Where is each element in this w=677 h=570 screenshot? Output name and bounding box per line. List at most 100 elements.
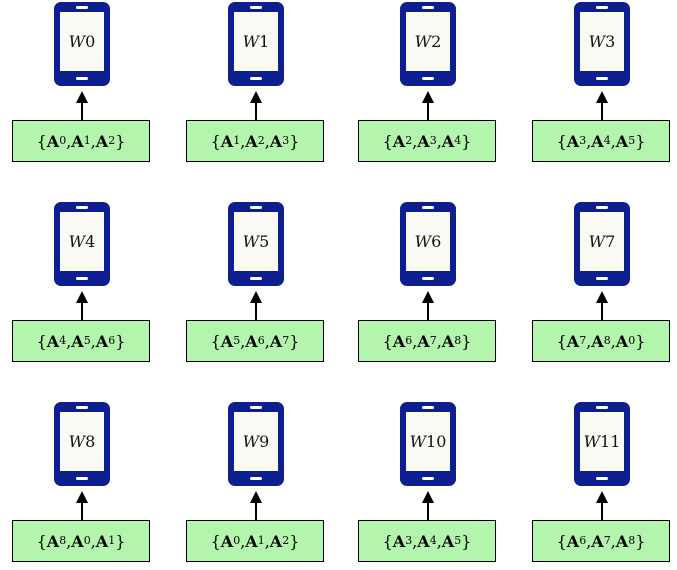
- phone-screen: W2: [406, 12, 450, 71]
- worker-prefix: W: [583, 432, 601, 451]
- phone-speaker: [596, 406, 608, 409]
- set-separator: ,: [412, 131, 418, 151]
- matrix-symbol: A: [392, 131, 406, 151]
- matrix-symbol: A: [392, 331, 406, 351]
- phone-screen: W8: [60, 412, 104, 471]
- set-separator: ,: [240, 131, 246, 151]
- matrix-symbol: A: [245, 331, 258, 351]
- set-close-brace: }: [289, 131, 300, 151]
- smartphone-icon: W0: [54, 2, 110, 86]
- set-close-brace: }: [635, 131, 646, 151]
- smartphone-icon: W6: [400, 202, 456, 286]
- set-open-brace: {: [210, 331, 221, 351]
- matrix-symbol: A: [220, 131, 234, 151]
- matrix-symbol: A: [46, 531, 60, 551]
- set-separator: ,: [412, 531, 418, 551]
- arrow-shaft: [81, 101, 83, 120]
- worker-label: W0: [69, 32, 96, 51]
- matrix-symbol: A: [566, 331, 580, 351]
- matrix-symbol: A: [615, 331, 629, 351]
- arrow-up-icon: [250, 291, 262, 303]
- set-open-brace: {: [382, 131, 393, 151]
- phone-speaker: [76, 406, 88, 409]
- phone-home-button: [596, 477, 608, 480]
- set-open-brace: {: [210, 531, 221, 551]
- phone-speaker: [422, 406, 434, 409]
- worker-id: 5: [259, 232, 270, 251]
- worker-label: W1: [243, 32, 270, 51]
- phone-screen: W4: [60, 212, 104, 271]
- worker-prefix: W: [242, 432, 260, 451]
- worker-id: 11: [600, 432, 621, 451]
- worker-id: 8: [85, 432, 96, 451]
- set-separator: ,: [90, 131, 96, 151]
- phone-speaker: [596, 6, 608, 9]
- matrix-symbol: A: [71, 331, 84, 351]
- worker-prefix: W: [242, 232, 260, 251]
- arrow-shaft: [255, 301, 257, 320]
- phone-home-button: [422, 77, 434, 80]
- set-open-brace: {: [556, 531, 567, 551]
- set-separator: ,: [66, 131, 72, 151]
- phone-speaker: [596, 206, 608, 209]
- worker-id: 10: [426, 432, 447, 451]
- phone-speaker: [422, 6, 434, 9]
- phone-home-button: [76, 477, 88, 480]
- matrix-symbol: A: [591, 131, 604, 151]
- phone-speaker: [250, 206, 262, 209]
- set-separator: ,: [610, 131, 616, 151]
- set-close-brace: }: [289, 531, 300, 551]
- set-separator: ,: [436, 531, 442, 551]
- set-open-brace: {: [556, 331, 567, 351]
- phone-screen: W9: [234, 412, 278, 471]
- matrix-symbol: A: [220, 331, 234, 351]
- worker-label: W5: [243, 232, 270, 251]
- phone-screen: W5: [234, 212, 278, 271]
- arrow-up-icon: [596, 491, 608, 503]
- set-open-brace: {: [382, 531, 393, 551]
- matrix-symbol: A: [615, 131, 629, 151]
- phone-screen: W10: [406, 412, 450, 471]
- phone-home-button: [422, 277, 434, 280]
- arrow-up-icon: [422, 91, 434, 103]
- worker-label: W7: [589, 232, 616, 251]
- phone-home-button: [76, 77, 88, 80]
- matrix-symbol: A: [269, 531, 283, 551]
- matrix-symbol: A: [441, 131, 455, 151]
- arrow-up-icon: [422, 291, 434, 303]
- set-separator: ,: [66, 331, 72, 351]
- phone-speaker: [422, 206, 434, 209]
- smartphone-icon: W1: [228, 2, 284, 86]
- matrix-symbol: A: [269, 131, 283, 151]
- phone-home-button: [250, 477, 262, 480]
- arrow-shaft: [427, 301, 429, 320]
- phone-home-button: [250, 277, 262, 280]
- worker-prefix: W: [588, 32, 606, 51]
- smartphone-icon: W11: [574, 402, 630, 486]
- arrow-shaft: [427, 501, 429, 520]
- phone-screen: W0: [60, 12, 104, 71]
- arrow-shaft: [601, 501, 603, 520]
- set-separator: ,: [90, 331, 96, 351]
- smartphone-icon: W10: [400, 402, 456, 486]
- set-separator: ,: [586, 131, 592, 151]
- matrix-symbol: A: [245, 531, 258, 551]
- worker-prefix: W: [68, 432, 86, 451]
- phone-home-button: [422, 477, 434, 480]
- arrow-shaft: [81, 501, 83, 520]
- set-separator: ,: [264, 131, 270, 151]
